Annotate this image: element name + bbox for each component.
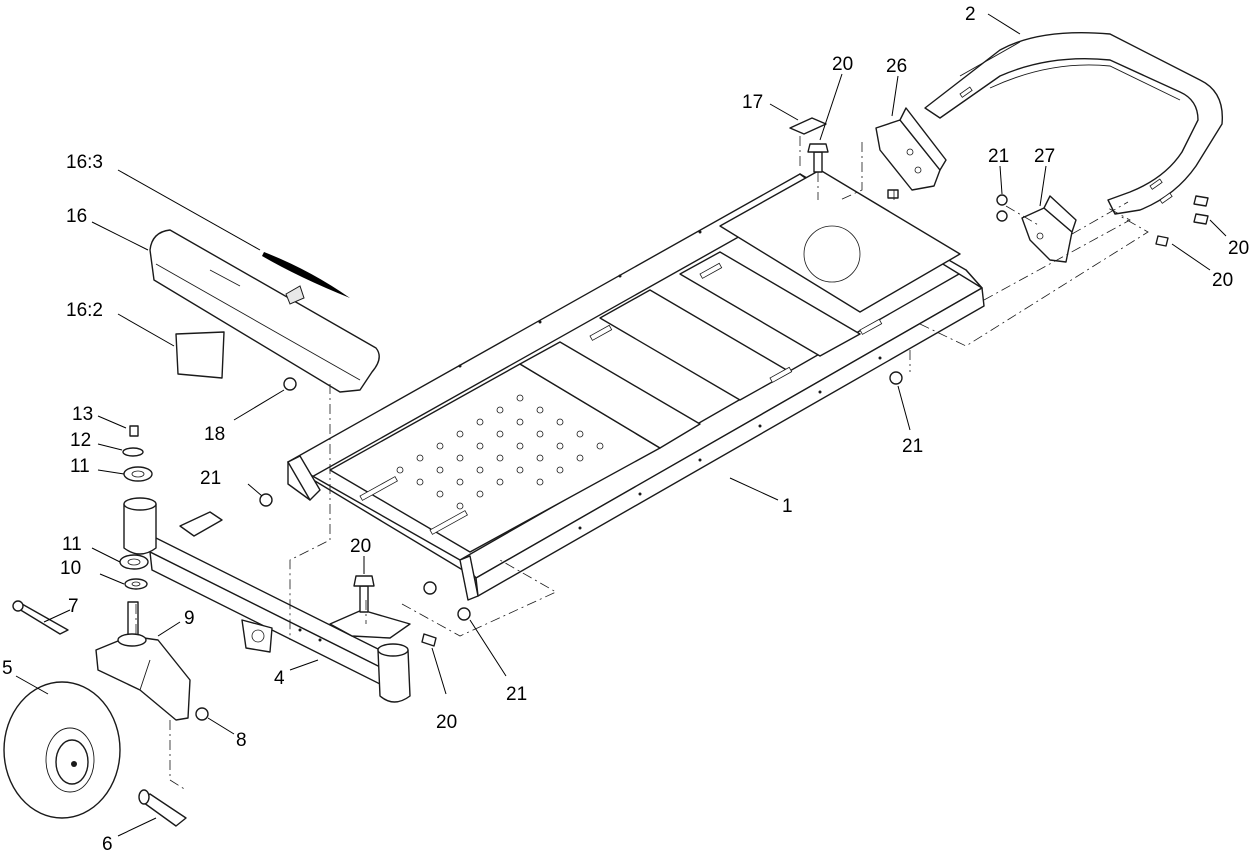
callout-21a: 21 [200, 468, 221, 489]
decal-17 [789, 117, 827, 135]
callout-10: 10 [60, 558, 81, 579]
rops-bracket-left [875, 107, 947, 199]
main-frame [287, 169, 985, 601]
callout-11b: 11 [70, 456, 90, 477]
fasteners [195, 143, 1209, 721]
callout-26: 26 [886, 56, 907, 77]
callout-20b: 20 [350, 536, 371, 557]
callout-13: 13 [72, 404, 93, 425]
callout-11a: 11 [62, 534, 82, 555]
callout-20d: 20 [1228, 238, 1249, 259]
callout-27: 27 [1034, 146, 1055, 167]
callout-21c: 21 [902, 436, 923, 457]
callout-17: 17 [742, 92, 763, 113]
callout-21b: 21 [506, 684, 527, 705]
caster-fork [95, 601, 191, 721]
axle-bolt [12, 600, 69, 635]
roll-bar [924, 32, 1224, 215]
callout-4: 4 [274, 668, 285, 689]
callout-8: 8 [236, 730, 247, 751]
spindle-hardware [119, 425, 153, 590]
caster-wheel [3, 681, 121, 819]
callout-12: 12 [70, 430, 91, 451]
callout-18: 18 [204, 424, 225, 445]
callout-1: 1 [782, 496, 793, 517]
front-axle [123, 497, 411, 703]
callout-21d: 21 [988, 146, 1009, 167]
callout-5: 5 [2, 658, 13, 679]
assembly-lines [135, 136, 1149, 791]
deck-hole-grid [396, 394, 604, 510]
callout-2: 2 [965, 4, 976, 25]
rops-bracket-right [1021, 195, 1077, 263]
callout-7: 7 [68, 596, 79, 617]
callout-20c: 20 [436, 712, 457, 733]
callout-16: 16 [66, 206, 87, 227]
callout-6: 6 [102, 834, 113, 855]
callout-20a: 20 [832, 54, 853, 75]
callout-9: 9 [184, 608, 195, 629]
wheel-spacer [138, 789, 187, 827]
leader-lines [15, 13, 1227, 837]
callout-16-2: 16:2 [66, 300, 103, 321]
callout-16-3: 16:3 [66, 152, 103, 173]
callout-labels: 1 2 4 5 6 7 8 9 10 11 11 12 13 16 16:2 1… [2, 4, 1249, 855]
callout-20e: 20 [1212, 270, 1233, 291]
front-cover [149, 229, 380, 393]
